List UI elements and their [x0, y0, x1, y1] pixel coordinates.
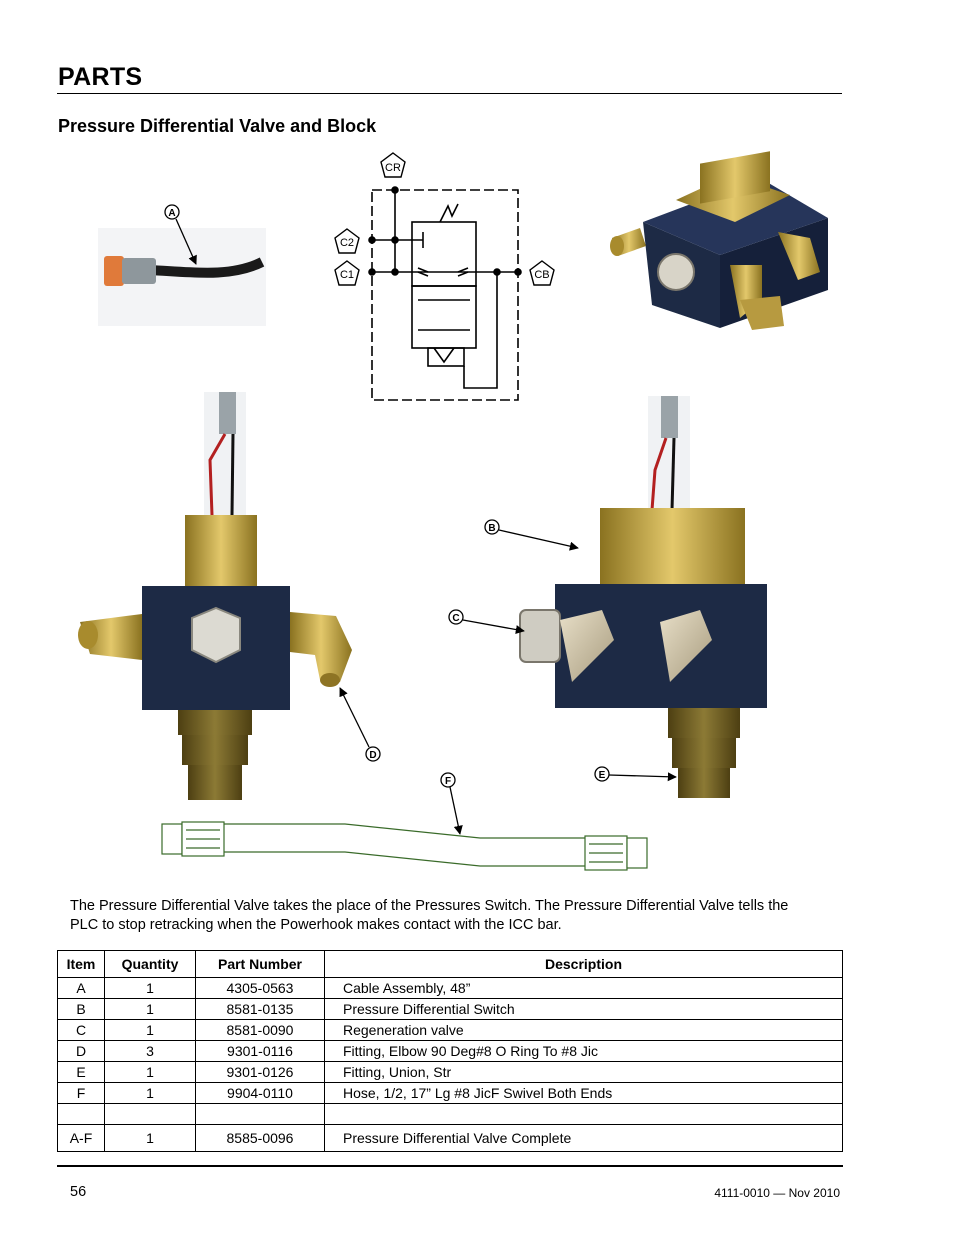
svg-text:C1: C1 — [340, 269, 354, 281]
hydraulic-schematic — [368, 186, 522, 401]
col-quantity: Quantity — [104, 950, 196, 978]
cell-item: E — [57, 1061, 105, 1083]
section-title: PARTS — [58, 63, 143, 91]
table-row: A 1 4305-0563 Cable Assembly, 48” — [57, 977, 843, 999]
cell-item: A — [57, 977, 105, 999]
callout-f: F — [440, 772, 463, 835]
table-row: B 1 8581-0135 Pressure Differential Swit… — [57, 998, 843, 1020]
cell-item: C — [57, 1019, 105, 1041]
cell-quantity: 1 — [104, 1019, 196, 1041]
cell-part-number: 9301-0126 — [195, 1061, 325, 1083]
table-row: E 1 9301-0126 Fitting, Union, Str — [57, 1061, 843, 1083]
port-cb: CB — [529, 260, 555, 286]
cell-item: A-F — [57, 1124, 105, 1152]
description-paragraph: The Pressure Differential Valve takes th… — [70, 898, 789, 933]
table-row: A-F 1 8585-0096 Pressure Differential Va… — [57, 1124, 843, 1152]
svg-text:C: C — [452, 613, 459, 624]
cell-part-number: 8581-0135 — [195, 998, 325, 1020]
table-row-empty — [57, 1103, 843, 1125]
footer-rule — [57, 1165, 843, 1167]
table-row: C 1 8581-0090 Regeneration valve — [57, 1019, 843, 1041]
svg-text:CB: CB — [534, 269, 549, 281]
table-header-row: Item Quantity Part Number Description — [57, 950, 843, 978]
cell-item: F — [57, 1082, 105, 1104]
cell-quantity: 1 — [104, 998, 196, 1020]
cell-part-number: 9904-0110 — [195, 1082, 325, 1104]
table-row: D 3 9301-0116 Fitting, Elbow 90 Deg#8 O … — [57, 1040, 843, 1062]
port-c1: C1 — [334, 260, 360, 286]
cell-quantity: 1 — [104, 1124, 196, 1152]
port-c2: C2 — [334, 228, 360, 254]
col-description: Description — [324, 950, 843, 978]
callout-e: E — [594, 766, 677, 782]
port-cr: CR — [380, 152, 406, 178]
side-view-block — [519, 396, 767, 798]
callout-c: C — [448, 609, 525, 635]
cell-item: D — [57, 1040, 105, 1062]
svg-text:D: D — [369, 750, 376, 761]
cell-description: Pressure Differential Switch — [324, 998, 843, 1020]
page-number: 56 — [70, 1184, 87, 1200]
svg-text:A: A — [168, 208, 175, 219]
cell-description: Pressure Differential Valve Complete — [324, 1124, 843, 1152]
svg-text:C2: C2 — [340, 237, 354, 249]
col-item: Item — [57, 950, 105, 978]
parts-figure: CR C2 C1 CB — [78, 151, 828, 871]
callout-d: D — [339, 687, 381, 762]
iso-valve-block — [610, 151, 828, 330]
cable-photo — [98, 228, 266, 326]
cell-item: B — [57, 998, 105, 1020]
cell-description: Fitting, Elbow 90 Deg#8 O Ring To #8 Jic — [324, 1040, 843, 1062]
parts-table: Item Quantity Part Number Description A … — [57, 950, 843, 1152]
cell-quantity: 1 — [104, 977, 196, 999]
document-id: 4111-0010 — Nov 2010 — [714, 1186, 840, 1200]
cell-part-number: 4305-0563 — [195, 977, 325, 999]
cell-item — [57, 1103, 105, 1125]
svg-text:CR: CR — [385, 162, 401, 174]
page-title: Pressure Differential Valve and Block — [58, 116, 377, 136]
header-rule — [57, 93, 842, 94]
cell-quantity: 3 — [104, 1040, 196, 1062]
cell-part-number: 8581-0090 — [195, 1019, 325, 1041]
cell-quantity: 1 — [104, 1061, 196, 1083]
svg-text:F: F — [445, 776, 451, 787]
col-part-number: Part Number — [195, 950, 325, 978]
table-row: F 1 9904-0110 Hose, 1/2, 17” Lg #8 JicF … — [57, 1082, 843, 1104]
cell-description — [324, 1103, 843, 1125]
cell-part-number: 8585-0096 — [195, 1124, 325, 1152]
cell-quantity: 1 — [104, 1082, 196, 1104]
callout-a: A — [164, 204, 197, 265]
svg-text:B: B — [488, 523, 495, 534]
callout-b: B — [484, 519, 579, 551]
cell-description: Cable Assembly, 48” — [324, 977, 843, 999]
front-view-block — [78, 392, 352, 800]
cell-description: Regeneration valve — [324, 1019, 843, 1041]
hose-drawing — [161, 821, 648, 871]
svg-text:E: E — [599, 770, 606, 781]
cell-description: Fitting, Union, Str — [324, 1061, 843, 1083]
cell-quantity — [104, 1103, 196, 1125]
cell-part-number: 9301-0116 — [195, 1040, 325, 1062]
cell-description: Hose, 1/2, 17” Lg #8 JicF Swivel Both En… — [324, 1082, 843, 1104]
cell-part-number — [195, 1103, 325, 1125]
